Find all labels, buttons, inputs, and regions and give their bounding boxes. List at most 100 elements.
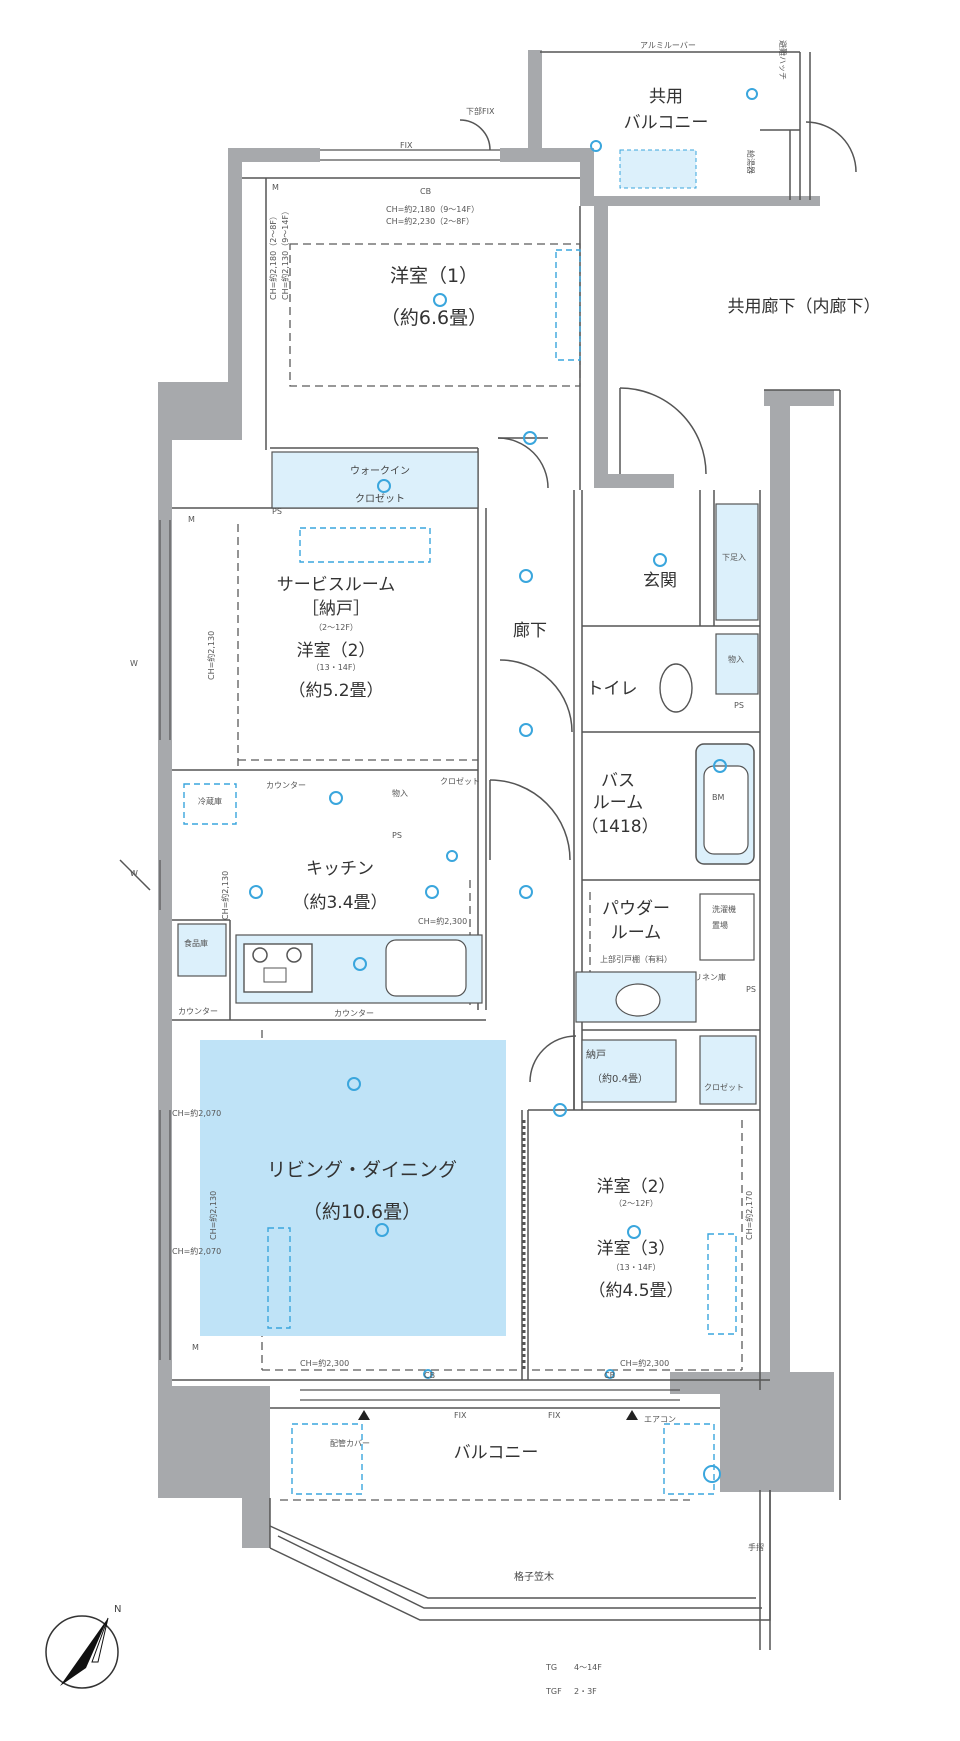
tgf-label: TGF (545, 1687, 562, 1696)
counter-label-3: カウンター (334, 1009, 374, 1018)
linen-fill (715, 633, 759, 695)
kitchen-sink (385, 939, 467, 997)
balcony-side: 手摺 (748, 1542, 764, 1552)
living-side-1: CH=約2,070 (172, 1108, 221, 1118)
living-side-2: CH=約2,070 (172, 1246, 221, 1256)
shared-balcony-rail: アルミルーバー (640, 41, 696, 50)
tg-label: TG (545, 1663, 557, 1672)
washer-label-1: 洗濯機 (712, 904, 736, 914)
balcony-cover: 配管カバー (330, 1438, 370, 1448)
living-name: リビング・ダイニング (267, 1159, 457, 1181)
walkin-name2: クロゼット (355, 493, 405, 505)
storage-small-label-2: 物入 (392, 788, 408, 798)
western1-area: （約6.6畳） (381, 307, 487, 329)
toilet-bowl (659, 663, 693, 713)
bath-name2: ルーム (593, 793, 644, 813)
ac-marker-right (626, 1410, 638, 1420)
fix-balcony-2: FIX (548, 1411, 561, 1420)
walkin-name1: ウォークイン (350, 465, 410, 477)
washer-label-2: 置場 (712, 920, 728, 930)
bath-size: （1418） (581, 817, 658, 837)
shared-balcony-name2: バルコニー (624, 113, 709, 133)
ps-label-1: PS (734, 701, 744, 710)
shared-balcony-top: 下部FIX (466, 106, 495, 116)
shared-balcony-outline (540, 51, 811, 200)
corridor-name: 廊下 (513, 621, 547, 641)
service-sub: ［納戸］ (302, 599, 370, 619)
hall-name: 共用廊下（内廊下） (728, 297, 881, 317)
ps-label-2: PS (392, 831, 402, 840)
balcony-name: バルコニー (454, 1443, 539, 1463)
fix-balcony-1: FIX (454, 1411, 467, 1420)
western23-area: （約4.5畳） (588, 1281, 683, 1301)
shared-balcony-fill (619, 149, 697, 189)
storage-area: （約0.4畳） (592, 1072, 648, 1085)
service-area: （約5.2畳） (288, 681, 383, 701)
western23-side-ch: CH=約2,170 (744, 1191, 754, 1240)
shared-balcony-note: 避難ハッチ (778, 40, 788, 80)
western1-name: 洋室（1） (390, 265, 478, 287)
downlights (249, 88, 758, 1483)
shared-balcony-name1: 共用 (649, 87, 683, 107)
door-swings (119, 119, 857, 1083)
western1-side-ch2: CH=約2,130（9～14F） (280, 207, 290, 300)
sink-powder (615, 983, 661, 1017)
kitchen-ch: CH=約2,300 (418, 916, 467, 926)
kitchen-area: （約3.4畳） (292, 893, 387, 913)
closet-label-2: クロゼット (704, 1082, 744, 1092)
shoes-label: 下足入 (722, 553, 746, 562)
service-name2: 洋室（2） (297, 641, 376, 661)
fridge-label: 冷蔵庫 (198, 796, 222, 806)
living-dining-fill (200, 1040, 506, 1336)
fix-top: FIX (400, 141, 413, 150)
bathtub-inner (703, 765, 749, 855)
storage-name: 納戸 (586, 1048, 606, 1061)
western23-name1: 洋室（2） (597, 1177, 676, 1197)
ac-marker-left (358, 1410, 370, 1420)
powder-note: 上部引戸棚（有料） (600, 954, 672, 964)
north-compass (45, 1615, 119, 1689)
closet-label: クロゼット (440, 776, 480, 786)
powder-name1: パウダー (602, 899, 670, 919)
bm-label: BM (712, 793, 724, 802)
shared-balcony-tank: 給湯器 (746, 150, 756, 174)
entrance-name: 玄関 (643, 571, 677, 591)
m-label-2: M (188, 515, 195, 524)
structural-walls (158, 50, 834, 1548)
vertical-labels: CH=約2,180（2～8F） CH=約2,130（9～14F） CH=約2,1… (172, 40, 788, 1256)
linen-label: リネン庫 (694, 972, 726, 982)
counter-label-2: カウンター (178, 1007, 218, 1016)
walkin-closet-fill (271, 451, 479, 509)
tgf-note: 2・3F (574, 1687, 597, 1696)
counter-label: カウンター (266, 781, 306, 790)
hatched-wall-bottom (594, 474, 674, 488)
bath-name1: バス (601, 771, 635, 791)
closet-right-fill (699, 1035, 757, 1105)
shoes-cabinet-fill (715, 503, 759, 621)
powder-name2: ルーム (611, 923, 662, 943)
w-label-1: W (130, 659, 138, 668)
pantry-label: 食品庫 (184, 938, 208, 948)
service-floor1: （2～12F） (314, 623, 358, 632)
pantry-fill (177, 923, 227, 977)
storage-small-label: 物入 (728, 654, 744, 664)
kitchen-name: キッチン (306, 859, 374, 879)
western23-name2: 洋室（3） (597, 1239, 676, 1259)
western23-floor2: （13・14F） (612, 1263, 661, 1272)
hatched-wall (594, 204, 608, 488)
cb-label-1: CB (420, 187, 431, 196)
service-ch: CH=約2,130 (206, 631, 216, 680)
m-label-1: M (272, 183, 279, 192)
washer-fill (699, 893, 755, 961)
tg-note: 4～14F (574, 1663, 602, 1672)
living-side-ch: CH=約2,130 (208, 1191, 218, 1240)
windows (159, 149, 680, 1401)
ps-label-3: PS (746, 985, 756, 994)
western23-ch: CH=約2,300 (620, 1358, 669, 1368)
western23-floor1: （2～12F） (614, 1199, 658, 1208)
north-label: N (114, 1604, 121, 1615)
living-area: （約10.6畳） (303, 1201, 421, 1223)
balcony-rail: 格子笠木 (514, 1570, 554, 1583)
m-label-3: M (192, 1343, 199, 1352)
